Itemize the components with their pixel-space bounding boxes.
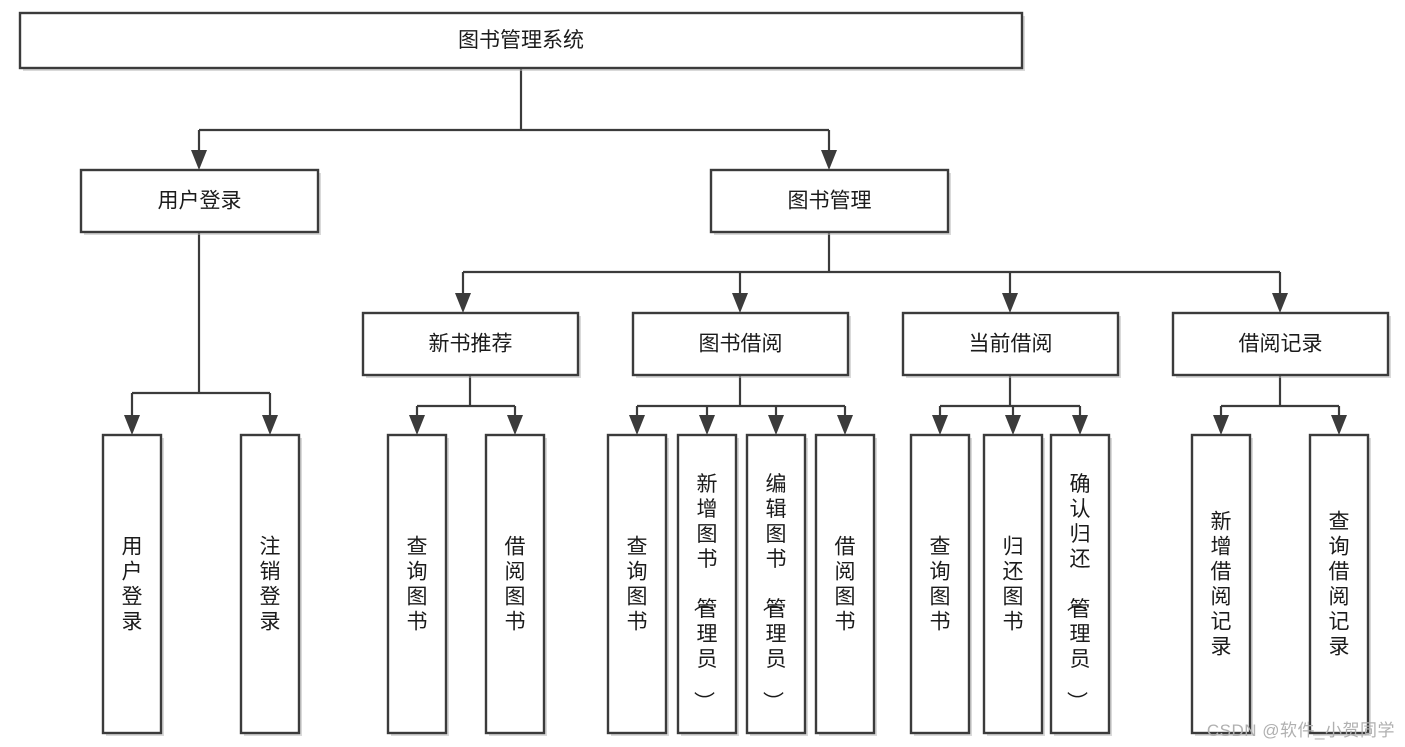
node-rect[interactable]: [982, 433, 1044, 735]
node-label: 借阅图书: [505, 536, 526, 634]
node-rect[interactable]: [676, 433, 738, 735]
connector-borrow-to-leaves: [629, 375, 853, 435]
node-label: 借阅记录: [1239, 333, 1323, 356]
connector-bookmgmt-to-level3: [455, 232, 1288, 313]
arrow-head-icon: [1005, 415, 1021, 435]
node-label: 用户登录: [122, 536, 143, 634]
csdn-watermark: CSDN @软件_小贺同学: [1206, 721, 1395, 740]
node-rect[interactable]: [361, 311, 580, 377]
node-rect[interactable]: [909, 433, 971, 735]
connector-layer: [124, 68, 1347, 435]
connector-root-to-level2: [191, 68, 837, 170]
arrow-head-icon: [837, 415, 853, 435]
node-label: 注销登录: [260, 536, 281, 634]
node-layer: 图书管理系统用户登录图书管理新书推荐图书借阅当前借阅借阅记录用户登录注销登录查询…: [18, 11, 1391, 736]
node-level3-0[interactable]: 新书推荐: [361, 311, 581, 378]
node-label: 归还图书: [1003, 536, 1024, 634]
arrow-head-icon: [821, 150, 837, 170]
arrow-head-icon: [699, 415, 715, 435]
arrow-head-icon: [1072, 415, 1088, 435]
arrow-head-icon: [1002, 293, 1018, 313]
connector-record-to-leaves: [1213, 375, 1347, 435]
node-level3-1[interactable]: 图书借阅: [631, 311, 851, 378]
node-label: 查询图书: [627, 536, 648, 634]
connector-newbook-to-leaves: [409, 375, 523, 435]
node-label: 查询借阅记录: [1329, 511, 1350, 659]
node-label: 当前借阅: [969, 333, 1053, 356]
node-rect[interactable]: [18, 11, 1024, 70]
node-rect[interactable]: [814, 433, 876, 735]
node-rect[interactable]: [101, 433, 163, 735]
node-rect[interactable]: [745, 433, 807, 735]
node-rect[interactable]: [79, 168, 320, 234]
arrow-head-icon: [932, 415, 948, 435]
node-level3-3[interactable]: 借阅记录: [1171, 311, 1391, 378]
node-label: 图书管理: [788, 190, 872, 213]
arrow-head-icon: [124, 415, 140, 435]
node-leaf-3[interactable]: 借阅图书: [484, 433, 547, 736]
node-level2-1[interactable]: 图书管理: [709, 168, 951, 235]
arrow-head-icon: [1272, 293, 1288, 313]
arrow-head-icon: [732, 293, 748, 313]
node-label: 新增图书（管理员）: [692, 473, 718, 712]
node-rect[interactable]: [1049, 433, 1111, 735]
node-leaf-6[interactable]: 编辑图书（管理员）: [745, 433, 808, 736]
arrow-head-icon: [409, 415, 425, 435]
arrow-head-icon: [1213, 415, 1229, 435]
node-label: 图书借阅: [699, 333, 783, 356]
node-label: 图书管理系统: [458, 29, 584, 52]
node-label: 查询图书: [930, 536, 951, 634]
node-label: 新增借阅记录: [1211, 511, 1232, 659]
connector-current-to-leaves: [932, 375, 1088, 435]
node-label: 查询图书: [407, 536, 428, 634]
arrow-head-icon: [1331, 415, 1347, 435]
node-leaf-0[interactable]: 用户登录: [101, 433, 164, 736]
node-label: 用户登录: [158, 190, 242, 213]
arrow-head-icon: [507, 415, 523, 435]
node-rect[interactable]: [1171, 311, 1390, 377]
node-leaf-12[interactable]: 查询借阅记录: [1308, 433, 1371, 736]
node-rect[interactable]: [901, 311, 1120, 377]
node-rect[interactable]: [1308, 433, 1370, 735]
arrow-head-icon: [191, 150, 207, 170]
node-leaf-9[interactable]: 归还图书: [982, 433, 1045, 736]
node-level3-2[interactable]: 当前借阅: [901, 311, 1121, 378]
node-rect[interactable]: [1190, 433, 1252, 735]
node-leaf-2[interactable]: 查询图书: [386, 433, 449, 736]
arrow-head-icon: [629, 415, 645, 435]
arrow-head-icon: [455, 293, 471, 313]
node-label: 借阅图书: [835, 536, 856, 634]
node-level2-0[interactable]: 用户登录: [79, 168, 321, 235]
node-rect[interactable]: [239, 433, 301, 735]
arrow-head-icon: [262, 415, 278, 435]
node-leaf-1[interactable]: 注销登录: [239, 433, 302, 736]
node-rect[interactable]: [606, 433, 668, 735]
node-leaf-8[interactable]: 查询图书: [909, 433, 972, 736]
connector-userlogin-to-leaves: [124, 232, 278, 435]
node-rect[interactable]: [709, 168, 950, 234]
node-leaf-7[interactable]: 借阅图书: [814, 433, 877, 736]
node-label: 确认归还（管理员）: [1065, 473, 1091, 712]
node-label: 新书推荐: [429, 333, 513, 356]
node-label: 编辑图书（管理员）: [761, 473, 787, 712]
node-rect[interactable]: [631, 311, 850, 377]
node-rect[interactable]: [484, 433, 546, 735]
node-leaf-4[interactable]: 查询图书: [606, 433, 669, 736]
node-leaf-5[interactable]: 新增图书（管理员）: [676, 433, 739, 736]
arrow-head-icon: [768, 415, 784, 435]
node-rect[interactable]: [386, 433, 448, 735]
node-leaf-10[interactable]: 确认归还（管理员）: [1049, 433, 1112, 736]
node-leaf-11[interactable]: 新增借阅记录: [1190, 433, 1253, 736]
node-root-0[interactable]: 图书管理系统: [18, 11, 1025, 71]
